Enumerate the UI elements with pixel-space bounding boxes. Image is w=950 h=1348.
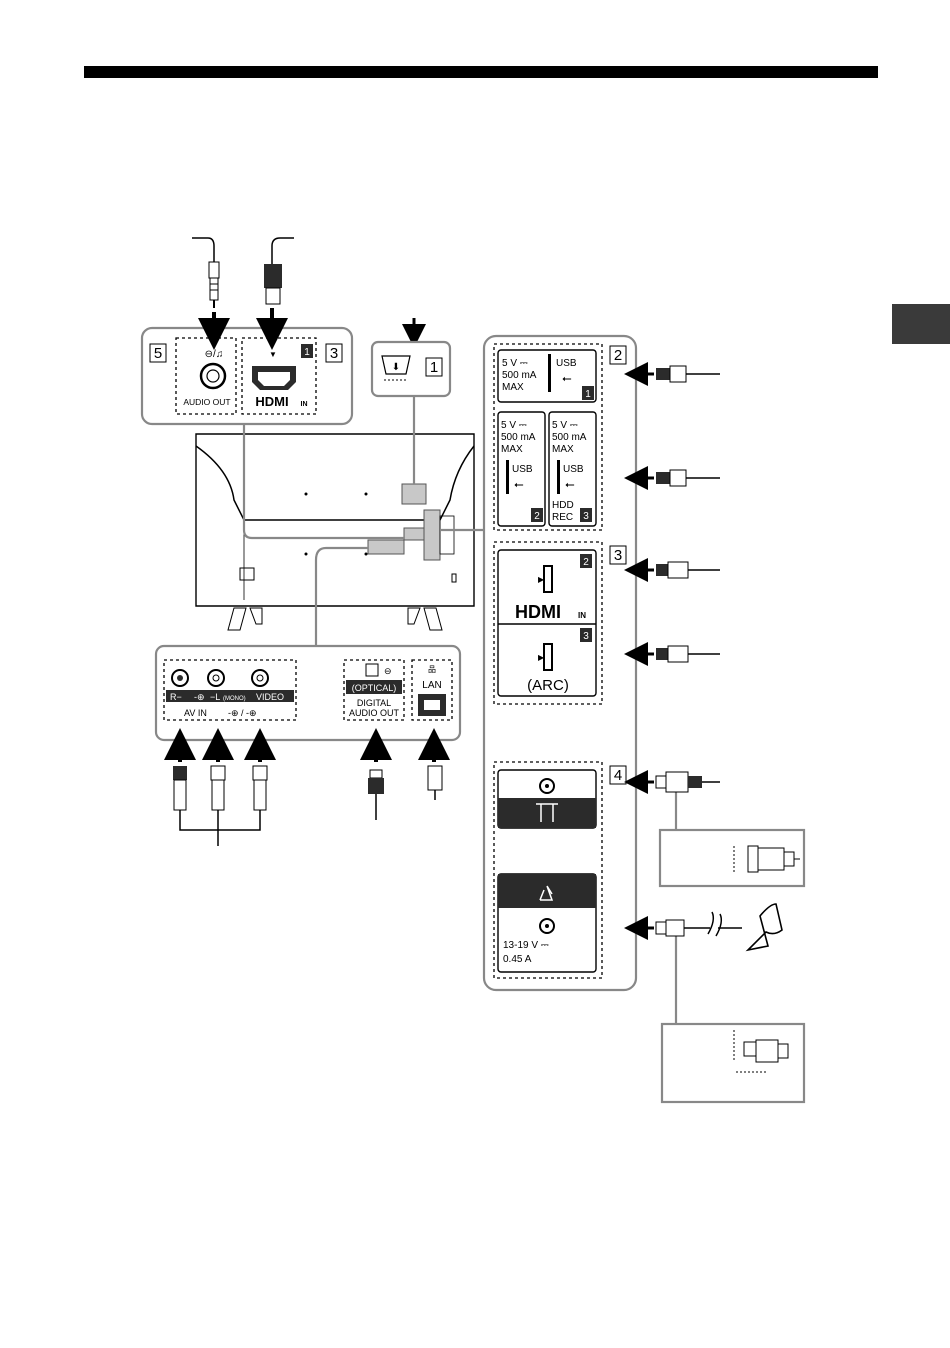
av-video-label: VIDEO: [256, 692, 284, 702]
bottom-cables: [173, 744, 442, 846]
callout-2: 2: [614, 347, 622, 364]
digital-label: DIGITAL: [357, 698, 391, 708]
av-mono-label: (MONO): [223, 696, 246, 702]
right-side-panel: 2 5 V ⎓ 500 mA MAX USB ⭠ 1 5 V ⎓ 500 mA …: [484, 336, 636, 990]
hdmi1-logo: HDMI: [255, 394, 288, 409]
hdmi3-port[interactable]: [544, 644, 552, 670]
headphone-plug-icon: [192, 238, 219, 308]
usb3-voltage: 5 V ⎓: [552, 420, 578, 431]
usb1-max: MAX: [502, 382, 524, 393]
sat-current: 0.45 A: [503, 954, 532, 965]
hdmi1-logo-sub: IN: [301, 401, 308, 408]
usb3-number: 3: [583, 511, 589, 522]
power-input-panel: ⬇ 1: [372, 318, 450, 396]
usb3-rec: REC: [552, 512, 573, 523]
usb3-label: USB: [563, 464, 584, 475]
hdmi3-arc: (ARC): [527, 677, 569, 694]
power-block: [402, 484, 426, 504]
hdmi3-number: 3: [583, 631, 589, 642]
usb2-label: USB: [512, 464, 533, 475]
hdmi1-number: 1: [304, 347, 310, 358]
callout-3b: 3: [614, 547, 622, 564]
side-terminal-block: [424, 510, 440, 560]
usb1-number: 1: [585, 389, 591, 400]
callout-3a: 3: [330, 345, 338, 362]
hdmi2-logo-sub: IN: [578, 611, 586, 620]
optical-label: (OPTICAL): [352, 683, 397, 693]
svg-text:-⊕ / -⊕: -⊕ / -⊕: [228, 708, 257, 718]
callout-1: 1: [430, 359, 438, 376]
usb2-number: 2: [534, 511, 540, 522]
av-l-label: −L: [210, 692, 220, 702]
usb1-label: USB: [556, 358, 577, 369]
sat-voltage: 13-19 V ⎓: [503, 940, 549, 951]
top-left-panel: 5 ⊖/♫ AUDIO OUT ▼ 1 HDMI IN 3: [142, 328, 352, 424]
svg-text:-⊕: -⊕: [194, 692, 205, 702]
svg-text:⬇: ⬇: [392, 362, 400, 373]
bottom-terminal-block: [368, 540, 404, 554]
usb1-current: 500 mA: [502, 370, 537, 381]
usb1-voltage: 5 V ⎓: [502, 358, 528, 369]
av-r-label: R−: [170, 692, 182, 702]
f-connector-detail-box: [662, 1024, 804, 1102]
lan-icon: 品: [428, 665, 436, 674]
hdmi1-arrow: ▼: [269, 350, 277, 359]
usb-icon: ⭠: [562, 371, 572, 385]
usb2-current: 500 mA: [501, 432, 536, 443]
side-port-block: [404, 528, 426, 540]
svg-text:⊖: ⊖: [384, 666, 392, 676]
usb3-hdd: HDD: [552, 500, 574, 511]
tv-rear-body: [196, 434, 474, 630]
usb2-max: MAX: [501, 444, 523, 455]
digital-audio-out-label: AUDIO OUT: [349, 708, 400, 718]
optical-port[interactable]: [366, 664, 378, 676]
usb2-voltage: 5 V ⎓: [501, 420, 527, 431]
satellite-dish-icon: [748, 904, 782, 950]
callout-4: 4: [614, 767, 622, 784]
usb3-max: MAX: [552, 444, 574, 455]
usb3-current: 500 mA: [552, 432, 587, 443]
hdmi2-number: 2: [583, 557, 589, 568]
callout-5: 5: [154, 345, 162, 362]
hdmi2-port[interactable]: [544, 566, 552, 592]
bottom-panel: R− -⊕ −L (MONO) VIDEO AV IN -⊕ / -⊕ ⊖ (O…: [156, 646, 460, 740]
lan-label: LAN: [422, 680, 441, 691]
headphone-symbol: ⊖/♫: [205, 349, 224, 360]
hdmi-plug-icon: [264, 238, 294, 304]
hdmi2-logo: HDMI: [515, 602, 561, 622]
usb-icon: ⭠: [514, 477, 524, 491]
av-in-label: AV IN: [184, 708, 207, 718]
usb-icon: ⭠: [565, 477, 575, 491]
audio-out-label: AUDIO OUT: [183, 397, 230, 407]
